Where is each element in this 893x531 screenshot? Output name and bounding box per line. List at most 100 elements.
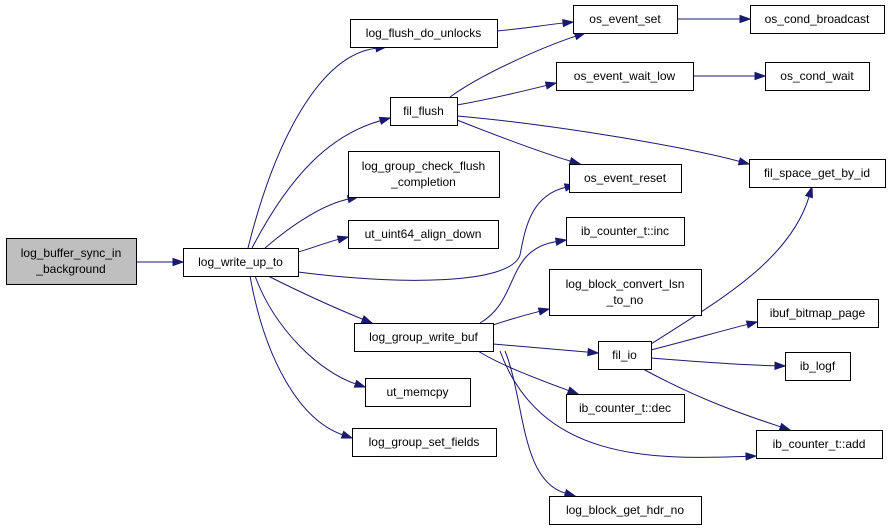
node-log-write-up-to[interactable]: log_write_up_to: [183, 248, 299, 277]
node-box[interactable]: [598, 341, 652, 370]
edge-arrowhead: [745, 320, 759, 329]
node-box[interactable]: [765, 62, 870, 91]
edge-arrowhead: [544, 81, 558, 90]
node-os-event-set[interactable]: os_event_set: [573, 5, 678, 34]
node-box[interactable]: [549, 269, 702, 316]
node-label: ib_counter_t::inc: [581, 224, 669, 238]
node-ibuf-bitmap-page[interactable]: ibuf_bitmap_page: [757, 299, 879, 328]
edge-line: [496, 22, 564, 32]
edge-line: [264, 198, 349, 249]
node-label: fil_io: [612, 348, 637, 362]
edge-log_group_write_buf-to-fil_io: [492, 343, 600, 357]
edge-os_event_set-to-os_cond_broadcast: [677, 14, 752, 24]
edge-arrowhead: [562, 18, 575, 28]
edge-log_write_up_to-to-log_group_write_buf: [267, 275, 374, 324]
edge-line: [456, 84, 547, 106]
edge-line: [650, 196, 810, 345]
node-log-group-write-buf[interactable]: log_group_write_buf: [354, 323, 494, 352]
node-log-group-set-fields[interactable]: log_group_set_fields: [352, 428, 497, 457]
node-box[interactable]: [352, 428, 497, 457]
edge-line: [249, 275, 343, 436]
edge-fil_flush-to-os_event_wait_low: [456, 81, 558, 106]
node-label: ib_logf: [800, 359, 836, 373]
node-fil-flush[interactable]: fil_flush: [390, 97, 458, 126]
node-box[interactable]: [757, 299, 879, 328]
edge-line: [297, 238, 339, 253]
edge-log_buffer_sync_in_background-to-log_write_up_to: [136, 257, 185, 267]
node-box[interactable]: [348, 220, 499, 249]
edge-os_event_wait_low-to-os_cond_wait: [692, 71, 767, 81]
node-box[interactable]: [354, 323, 494, 352]
node-label: log_flush_do_unlocks: [366, 26, 481, 40]
node-box[interactable]: [365, 378, 471, 407]
edge-arrowhead: [804, 185, 813, 199]
edge-log_write_up_to-to-log_group_set_fields: [249, 275, 354, 439]
node-box[interactable]: [756, 430, 883, 459]
edge-line: [479, 241, 557, 324]
edge-arrowhead: [587, 347, 600, 357]
nodes-layer: log_buffer_sync_in_background log_write_u…: [6, 5, 886, 525]
node-log-group-check-flush-completion[interactable]: log_group_check_flush_completion: [348, 151, 500, 198]
node-log-buffer-sync-in-background[interactable]: log_buffer_sync_in_background: [6, 238, 137, 285]
edge-line: [251, 120, 381, 249]
node-label: log_group_set_fields: [369, 435, 480, 449]
node-os-cond-broadcast[interactable]: os_cond_broadcast: [750, 5, 885, 34]
node-box[interactable]: [350, 19, 498, 48]
node-box[interactable]: [556, 62, 694, 91]
node-ut-memcpy[interactable]: ut_memcpy: [365, 378, 471, 407]
edge-line: [247, 47, 377, 249]
node-box[interactable]: [390, 97, 458, 126]
node-ut-uint64-align-down[interactable]: ut_uint64_align_down: [348, 220, 499, 249]
node-label: log_block_convert_lsn: [566, 277, 685, 291]
edge-line: [477, 350, 569, 392]
node-box[interactable]: [749, 159, 886, 188]
edge-arrowhead: [739, 14, 752, 24]
node-ib-logf[interactable]: ib_logf: [785, 352, 851, 381]
edge-line: [650, 323, 748, 351]
edge-arrowhead: [563, 489, 577, 498]
edge-line: [642, 368, 781, 428]
node-box[interactable]: [183, 248, 299, 277]
edge-arrowhead: [340, 430, 354, 439]
node-os-event-wait-low[interactable]: os_event_wait_low: [556, 62, 694, 91]
edge-log_group_write_buf-to-ib_counter_t_add: [499, 350, 758, 461]
edge-arrowhead: [537, 307, 551, 316]
node-box[interactable]: [785, 352, 851, 381]
edge-arrowhead: [737, 157, 751, 166]
node-fil-io[interactable]: fil_io: [598, 341, 652, 370]
node-box[interactable]: [569, 164, 682, 193]
edge-log_write_up_to-to-ut_memcpy: [254, 275, 367, 388]
edge-line: [504, 350, 566, 494]
node-log-block-get-hdr-no[interactable]: log_block_get_hdr_no: [549, 496, 702, 525]
edge-line: [492, 310, 540, 326]
node-log-flush-do-unlocks[interactable]: log_flush_do_unlocks: [350, 19, 498, 48]
edge-line: [267, 275, 363, 320]
node-label: log_write_up_to: [198, 255, 283, 269]
node-fil-space-get-by-id[interactable]: fil_space_get_by_id: [749, 159, 886, 188]
edge-fil_flush-to-fil_space_get_by_id: [456, 115, 751, 166]
node-ib-counter-t-add[interactable]: ib_counter_t::add: [756, 430, 883, 459]
node-os-cond-wait[interactable]: os_cond_wait: [765, 62, 870, 91]
edge-log_group_write_buf-to-ib_counter_t_dec: [477, 350, 580, 395]
node-ib-counter-t-inc[interactable]: ib_counter_t::inc: [566, 217, 685, 246]
edge-arrowhead: [566, 386, 580, 395]
node-ib-counter-t-dec[interactable]: ib_counter_t::dec: [566, 394, 685, 423]
edge-fil_io-to-fil_space_get_by_id: [650, 185, 813, 345]
node-os-event-reset[interactable]: os_event_reset: [569, 164, 682, 193]
edge-log_write_up_to-to-ut_uint64_align_down: [297, 235, 350, 253]
node-box[interactable]: [6, 238, 137, 285]
node-box[interactable]: [566, 217, 685, 246]
edge-log_group_write_buf-to-log_block_convert_lsn_to_no: [492, 307, 551, 326]
node-box[interactable]: [750, 5, 885, 34]
node-label: ib_counter_t::add: [773, 437, 866, 451]
edge-line: [456, 119, 571, 162]
node-box[interactable]: [573, 5, 678, 34]
node-label: _to_no: [606, 293, 644, 307]
node-box[interactable]: [348, 151, 500, 198]
node-box[interactable]: [566, 394, 685, 423]
node-label: os_event_wait_low: [574, 69, 676, 83]
node-label: ib_counter_t::dec: [579, 401, 671, 415]
node-box[interactable]: [549, 496, 702, 525]
node-label: os_cond_wait: [780, 69, 854, 83]
node-log-block-convert-lsn-to-no[interactable]: log_block_convert_lsn _to_no: [549, 269, 702, 316]
